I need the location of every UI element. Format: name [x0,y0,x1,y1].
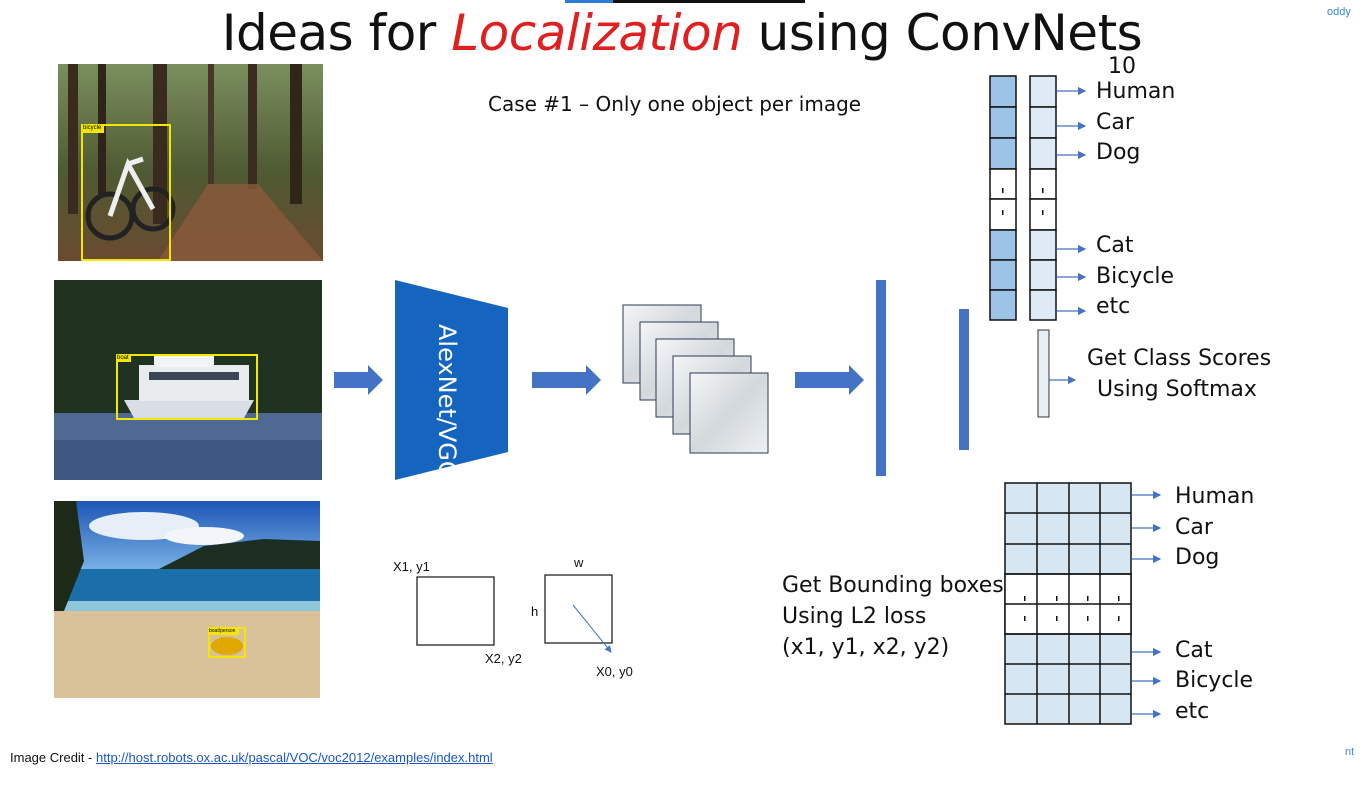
fc-layer-2 [959,309,969,450]
class-label: Car [1096,110,1134,135]
top-tab-indicator [565,0,805,3]
class-label: Dog [1096,140,1141,165]
class-vector-dark [989,75,1017,321]
credit-link[interactable]: http://host.robots.ox.ac.uk/pascal/VOC/v… [95,750,493,765]
center-label: X0, y0 [596,664,633,679]
corner-label-bottom: nt [1345,746,1355,758]
title-accent: Localization [451,4,743,62]
image-credit: Image Credit - http://host.robots.ox.ac.… [10,750,493,765]
corner-box-diagram [416,576,495,646]
bbox-label: Human [1175,484,1255,509]
feature-maps [622,304,769,454]
bbox-label: Dog [1175,545,1220,570]
class-count: 10 [1108,54,1136,79]
photo-bicycle: bicycle [58,64,323,261]
class-label: Cat [1096,233,1134,258]
case-label: Case #1 – Only one object per image [488,92,862,116]
class-vector-light [1029,75,1057,321]
photo-beach: boat/person [54,501,320,698]
width-label: w [574,555,584,570]
network-block [395,280,508,480]
softmax-bar [1037,329,1050,418]
bbox-label: etc [1175,699,1210,724]
photo-tag: boat [117,355,131,362]
class-scores-caption-line2: Using Softmax [1097,377,1257,402]
center-box-diagram [544,574,613,644]
corner-label-bottom-right: X2, y2 [485,651,522,666]
class-label: etc [1096,294,1131,319]
corner-label-top: oddy [1327,6,1351,18]
bbox-caption-line1: Get Bounding boxes [782,573,1004,598]
bbox-grid [1004,482,1132,725]
class-scores-caption-line1: Get Class Scores [1087,346,1272,371]
bbox-caption-line3: (x1, y1, x2, y2) [782,635,950,660]
bbox-label: Bicycle [1175,668,1254,693]
flow-arrow-3 [795,365,864,395]
flow-arrow-2 [532,365,601,395]
class-label: Bicycle [1096,264,1175,289]
bbox-label: Car [1175,515,1213,540]
bbox-caption-line2: Using L2 loss [782,604,927,629]
slide-title: Ideas for Localization using ConvNets [221,4,1143,62]
flow-arrow-1 [334,365,383,395]
bbox-label: Cat [1175,638,1213,663]
center-arrow [572,604,612,653]
class-label: Human [1096,79,1176,104]
photo-tag: bicycle [83,125,102,131]
fc-layer-1 [876,280,886,476]
photo-tag: boat/person [209,628,239,635]
corner-label-top-left: X1, y1 [393,559,430,574]
height-label: h [531,604,539,619]
photo-boat: boat [54,280,322,480]
network-label: AlexNet/VGG [433,324,461,480]
